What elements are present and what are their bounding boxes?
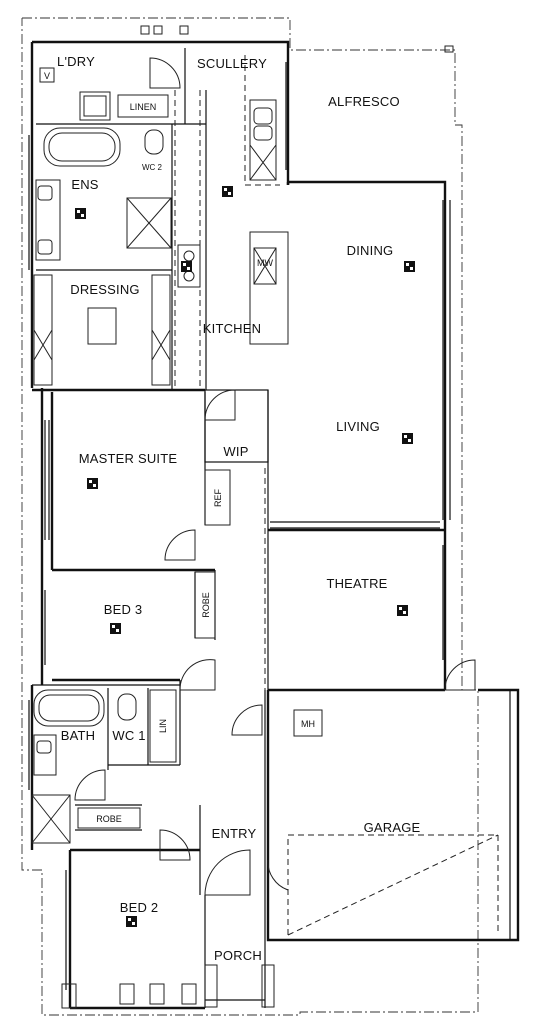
microwave-label: MW [257, 258, 273, 268]
linen-label: LINEN [130, 102, 157, 112]
robe-bed3-label: ROBE [201, 592, 211, 618]
room-label-garage: GARAGE [364, 820, 421, 835]
robe-bed2-label: ROBE [96, 814, 122, 824]
ref-label: REF [213, 488, 223, 507]
lot-boundary [21, 17, 479, 1016]
room-label-alfresco: ALFRESCO [328, 94, 400, 109]
fixture-labels: LINEN V MW MH ROBE ROBE LIN REF [44, 71, 315, 824]
room-label-wc1: WC 1 [112, 728, 145, 743]
room-label-bed3: BED 3 [104, 602, 143, 617]
manhole-label: MH [301, 719, 315, 729]
room-label-kitchen: KITCHEN [203, 321, 261, 336]
dressing-island [87, 307, 117, 345]
room-label-scullery: SCULLERY [197, 56, 267, 71]
lin-label: LIN [158, 719, 168, 733]
vent-box [39, 67, 55, 83]
room-label-ensuite: ENS [71, 177, 98, 192]
room-label-bath: BATH [61, 728, 96, 743]
kitchen-island [249, 231, 289, 345]
walls [30, 40, 520, 1010]
room-label-laundry: L'DRY [57, 54, 95, 69]
bench-outlines [174, 55, 280, 690]
room-label-bed2: BED 2 [120, 900, 159, 915]
room-label-master-suite: MASTER SUITE [79, 451, 178, 466]
windows [28, 62, 451, 990]
vent-label: V [44, 71, 50, 81]
garage-door-outline [287, 834, 499, 936]
room-label-living: LIVING [336, 419, 380, 434]
fixtures [31, 67, 323, 1009]
room-label-theatre: THEATRE [326, 576, 387, 591]
room-label-entry: ENTRY [212, 826, 257, 841]
light-fittings [75, 186, 415, 927]
room-label-dressing: DRESSING [70, 282, 140, 297]
meter-box-marks [140, 25, 454, 53]
room-label-porch: PORCH [214, 948, 262, 963]
room-label-wc2: WC 2 [142, 163, 163, 172]
room-labels: L'DRY SCULLERY ALFRESCO ENS WC 2 DINING … [57, 54, 421, 963]
room-label-wip: WIP [223, 444, 248, 459]
doors [74, 57, 476, 896]
laundry-tub [79, 91, 111, 121]
linen-cupboard [117, 94, 169, 118]
room-label-dining: DINING [347, 243, 394, 258]
